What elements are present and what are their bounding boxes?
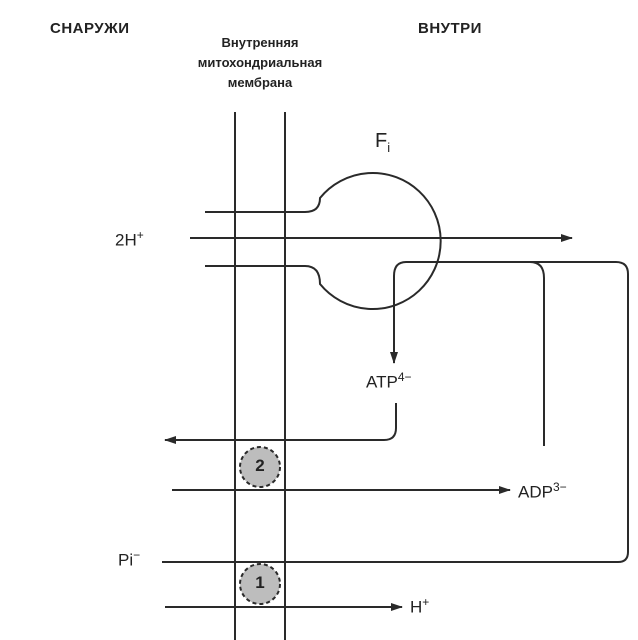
phosphate-line bbox=[162, 551, 629, 563]
adp-sup: 3− bbox=[552, 480, 567, 494]
proton-2h-sup: + bbox=[136, 228, 144, 242]
proton-2h-main: 2H bbox=[115, 230, 137, 250]
transporter-1-number: 1 bbox=[255, 573, 265, 592]
adp-return-line bbox=[529, 261, 545, 446]
inside-label: ВНУТРИ bbox=[418, 20, 482, 37]
outside-label: СНАРУЖИ bbox=[50, 20, 130, 37]
atp-main: ATP bbox=[366, 372, 398, 392]
atp-export-arrow bbox=[164, 403, 397, 444]
phosphate-label: Pi− bbox=[118, 548, 140, 571]
fi-label: Fi bbox=[375, 130, 390, 155]
proton-h-label: H+ bbox=[410, 595, 429, 618]
membrane-label-line2: митохондриальная bbox=[197, 55, 323, 70]
membrane-label-line1: Внутренняя bbox=[221, 35, 299, 50]
atp-formation-arrow bbox=[390, 261, 629, 552]
phosphate-sup: − bbox=[133, 548, 141, 562]
fi-atp-synthase bbox=[205, 172, 442, 310]
proton-h-sup: + bbox=[422, 595, 430, 609]
proton-2h-label: 2H+ bbox=[115, 228, 144, 251]
membrane-label-line3: мембрана bbox=[227, 75, 293, 90]
phosphate-main: Pi bbox=[118, 550, 134, 570]
transporter-2-circle bbox=[239, 446, 281, 488]
adp-main: ADP bbox=[518, 482, 553, 502]
fi-label-sub: i bbox=[387, 140, 391, 155]
adp-label: ADP3− bbox=[518, 480, 567, 503]
proton-h-main: H bbox=[410, 597, 423, 617]
transporter-1-circle bbox=[239, 563, 281, 605]
fi-label-main: F bbox=[375, 130, 388, 152]
transporter-2-number: 2 bbox=[255, 456, 265, 475]
atp-label: ATP4− bbox=[366, 370, 412, 393]
membrane-label: Внутренняя митохондриальная мембрана bbox=[160, 33, 360, 93]
atp-sup: 4− bbox=[397, 370, 412, 384]
